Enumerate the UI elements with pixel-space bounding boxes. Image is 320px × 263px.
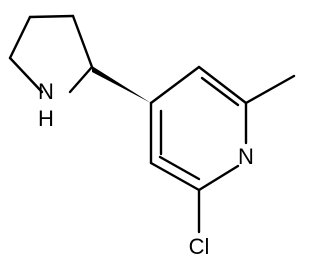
bond-ring-right-top bbox=[71, 14, 94, 69]
chemical-structure-diagram: N H N Cl bbox=[8, 14, 296, 259]
chlorine-label: Cl bbox=[189, 234, 210, 259]
stereo-wedge-bond bbox=[92, 66, 151, 103]
pyrrolidine-ring bbox=[8, 14, 94, 94]
pyrrolidine-n-label: N bbox=[38, 79, 54, 104]
bond-n-c6 bbox=[197, 164, 240, 192]
bond-ring-left bbox=[8, 15, 32, 60]
bond-c3-c2-double bbox=[200, 76, 240, 107]
bond-ring-right-to-n bbox=[68, 65, 94, 94]
bond-c6-c5-double bbox=[158, 155, 201, 181]
pyridine-n-label: N bbox=[238, 144, 254, 169]
bond-ring-top bbox=[28, 14, 75, 19]
bond-c2-methyl bbox=[244, 74, 296, 105]
bond-c3-c2 bbox=[197, 65, 248, 105]
bond-c6-c5 bbox=[149, 161, 201, 192]
pyrrolidine-h-label: H bbox=[38, 106, 54, 131]
bond-c4-c3 bbox=[149, 65, 201, 105]
bond-ring-n-to-left bbox=[8, 56, 44, 94]
pyridine-ring bbox=[149, 65, 296, 234]
